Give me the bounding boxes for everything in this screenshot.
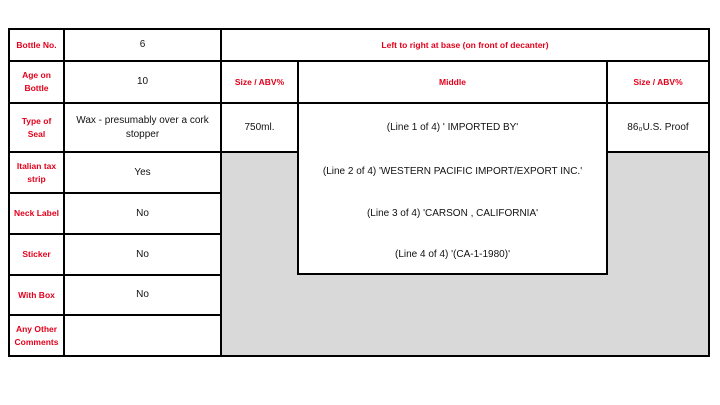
middle-line-4: (Line 4 of 4) '(CA-1-1980)' [395,248,510,260]
value-sticker: No [136,248,149,260]
grid-line [63,28,65,357]
gray-fill-right [607,152,709,356]
size-left-value: 750ml. [244,121,275,133]
right-table-title: Left to right at base (on front of decan… [381,40,549,50]
label-with-box: With Box [18,289,55,300]
middle-line-2: (Line 2 of 4) 'WESTERN PACIFIC IMPORT/EX… [322,166,583,177]
value-with-box: No [136,289,149,300]
grid-line [221,151,299,153]
grid-line [8,151,222,153]
grid-line [8,102,710,104]
grid-line [298,273,608,275]
value-age-on-bottle: 10 [136,76,149,87]
grid-line [8,28,710,30]
size-right-value: 86₀U.S. Proof [627,121,689,133]
grid-line [220,28,222,357]
grid-line [8,60,710,62]
label-any-other-comments: Any Other Comments [14,323,59,347]
grid-line [8,274,222,276]
gray-fill-left [221,152,298,356]
grid-line [8,28,10,357]
value-italian-tax-strip: Yes [134,166,151,178]
label-italian-tax-strip: Italian tax strip [16,160,57,184]
value-bottle-no: 6 [139,39,146,50]
middle-line-3: (Line 3 of 4) 'CARSON , CALIFORNIA' [366,207,539,219]
value-type-of-seal: Wax - presumably over a cork stopper [76,114,209,140]
grid-line [8,192,222,194]
label-age-on-bottle: Age on Bottle [22,70,51,93]
label-neck-label: Neck Label [14,208,59,218]
label-bottle-no: Bottle No. [16,39,57,50]
grid-line [8,314,222,316]
grid-line [606,60,608,275]
header-middle: Middle [439,77,466,87]
label-type-of-seal: Type of Seal [21,115,52,139]
grid-line [708,28,710,357]
middle-line-1: (Line 1 of 4) ' IMPORTED BY' [386,122,519,133]
gray-fill-bottom [298,273,607,356]
grid-line [8,355,710,357]
grid-line [8,233,222,235]
grid-line [607,151,710,153]
header-size-abv-right: Size / ABV% [633,77,683,87]
label-sticker: Sticker [22,249,51,259]
grid-line [297,60,299,275]
value-neck-label: No [136,207,149,219]
header-size-abv-left: Size / ABV% [234,77,285,87]
value-any-other-comments [64,315,221,356]
